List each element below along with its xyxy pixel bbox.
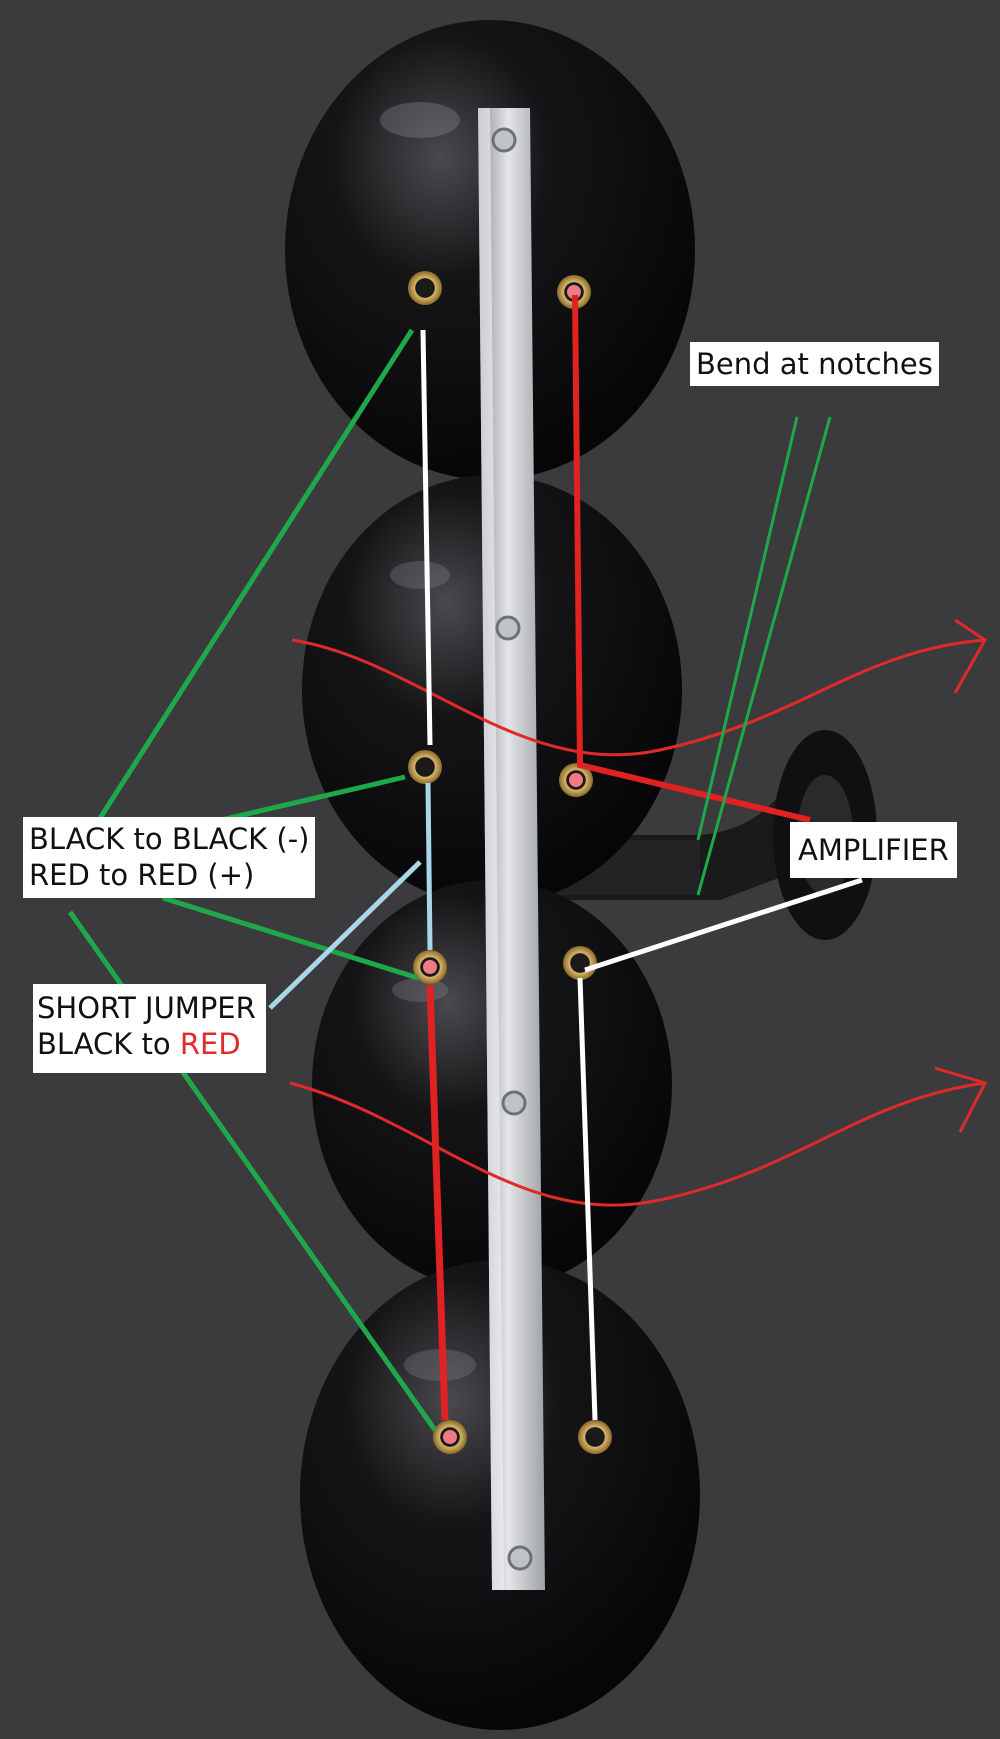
red-wire-top [572,294,811,823]
rotation-arrow-upper [291,618,987,757]
red-wire-bottom [426,984,449,1421]
bend-label-text: Bend at notches [696,347,933,381]
wiring-instruction-black: BLACK to BLACK (-) [29,822,310,856]
wiring-instructions-label: BLACK to BLACK (-) RED to RED (+) [23,817,316,898]
terminal-icon [408,271,612,1454]
amplifier-label-text: AMPLIFIER [798,833,949,867]
jumper-pointer-line [268,860,422,1010]
bend-label: Bend at notches [690,342,939,387]
jumper-label-title: SHORT JUMPER [37,991,256,1025]
jumper-label-red: RED [179,1027,241,1062]
jumper-wire [425,782,433,951]
aluminium-rail [478,108,545,1590]
jumper-label-prefix: BLACK to [37,1027,180,1062]
white-wire-bottom [577,977,598,1421]
white-wire-amplifier [584,877,863,973]
wiring-instruction-red: RED to RED (+) [29,858,255,893]
jumper-label: SHORT JUMPER BLACK to RED [33,984,266,1073]
bend-notch-lines [696,416,832,896]
amplifier-label: AMPLIFIER [790,822,957,879]
rotation-arrow-lower [289,1066,988,1207]
jumper-label-detail: BLACK to RED [37,1026,256,1062]
white-wire-top [420,329,433,746]
